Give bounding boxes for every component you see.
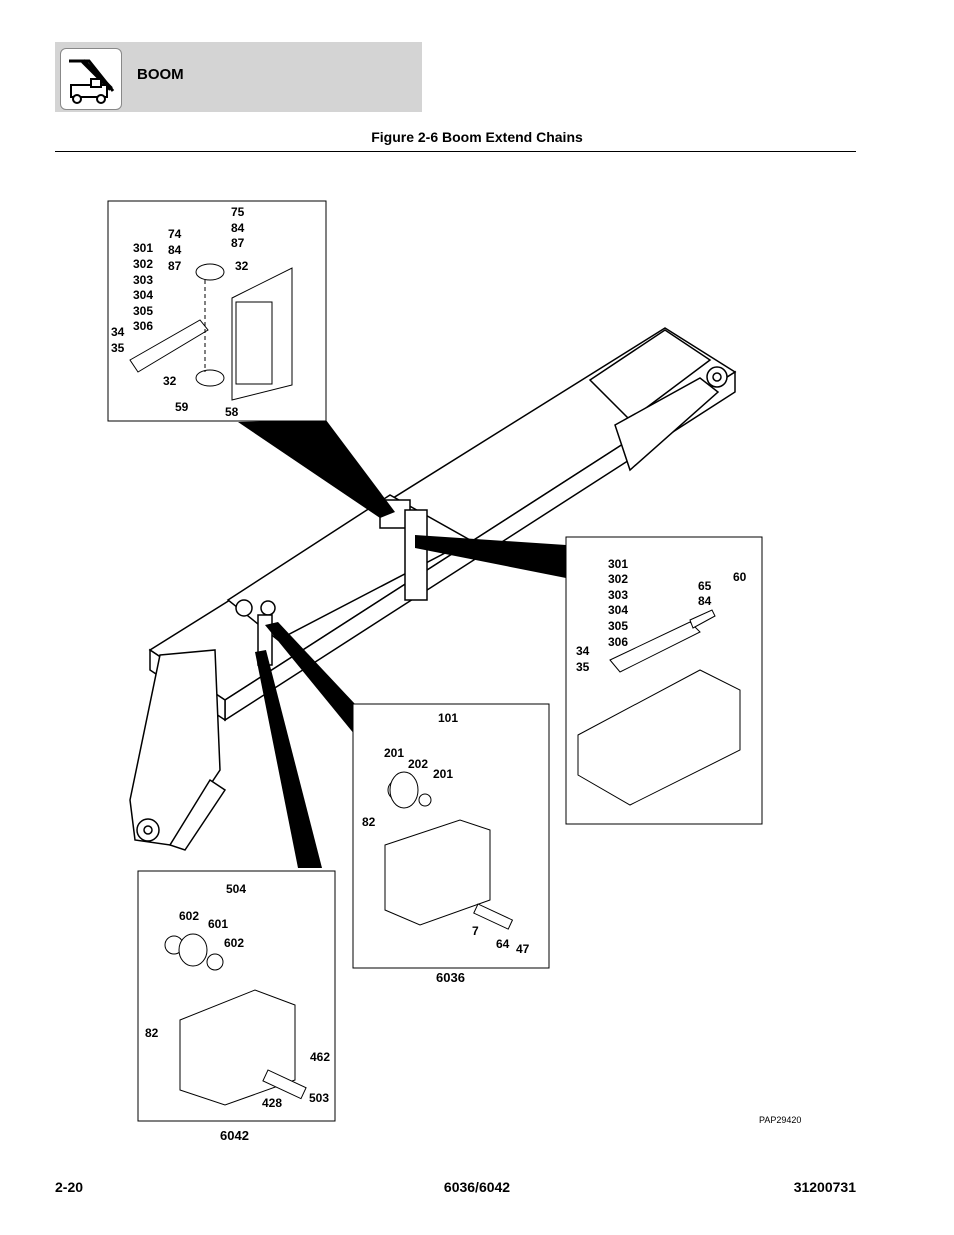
callout-87b: 87 xyxy=(168,259,182,273)
callout-74: 74 xyxy=(168,227,182,241)
callout-84r: 84 xyxy=(698,594,712,608)
detail-box-top xyxy=(107,200,327,422)
model-number: 6036/6042 xyxy=(443,1179,511,1195)
detail-box-mid xyxy=(352,703,550,969)
callout-32b: 32 xyxy=(163,374,177,388)
callout-305: 305 xyxy=(133,304,153,318)
page-number: 2-20 xyxy=(55,1179,84,1195)
callout-64: 64 xyxy=(496,937,510,951)
callout-101: 101 xyxy=(438,711,458,725)
callout-304r: 304 xyxy=(608,603,628,617)
callout-60: 60 xyxy=(733,570,747,584)
callout-306: 306 xyxy=(133,319,153,333)
figure-title: Figure 2-6 Boom Extend Chains xyxy=(371,129,583,145)
figure-part-code: PAP29420 xyxy=(759,1115,802,1125)
callout-84b: 84 xyxy=(168,243,182,257)
manual-number: 31200731 xyxy=(793,1179,856,1195)
callout-602b: 602 xyxy=(224,936,244,950)
callouts-mid: 101 201 202 201 82 7 64 47 xyxy=(362,711,530,956)
callout-75: 75 xyxy=(231,205,245,219)
detail-leaders xyxy=(238,420,566,868)
callout-303r: 303 xyxy=(608,588,628,602)
callout-35: 35 xyxy=(111,341,125,355)
detail-box-right xyxy=(565,536,763,825)
callout-302r: 302 xyxy=(608,572,628,586)
callout-306r: 306 xyxy=(608,635,628,649)
callout-428: 428 xyxy=(262,1096,282,1110)
callout-301: 301 xyxy=(133,241,153,255)
callout-82: 82 xyxy=(362,815,376,829)
callout-202: 202 xyxy=(408,757,428,771)
callout-305r: 305 xyxy=(608,619,628,633)
callout-87: 87 xyxy=(231,236,245,250)
callout-32: 32 xyxy=(235,259,249,273)
callout-7: 7 xyxy=(472,924,479,938)
callout-301r: 301 xyxy=(608,557,628,571)
caption-6042: 6042 xyxy=(220,1128,249,1143)
callout-503: 503 xyxy=(309,1091,329,1105)
telehandler-icon xyxy=(60,48,122,110)
callout-601: 601 xyxy=(208,917,228,931)
callout-82b: 82 xyxy=(145,1026,159,1040)
callout-47: 47 xyxy=(516,942,530,956)
callout-201: 201 xyxy=(384,746,404,760)
callout-504: 504 xyxy=(226,882,246,896)
callout-84: 84 xyxy=(231,221,245,235)
callout-462: 462 xyxy=(310,1050,330,1064)
callout-34r: 34 xyxy=(576,644,590,658)
callout-303: 303 xyxy=(133,273,153,287)
callout-65: 65 xyxy=(698,579,712,593)
section-title: BOOM xyxy=(137,66,184,83)
callout-34: 34 xyxy=(111,325,125,339)
callout-59: 59 xyxy=(175,400,189,414)
callout-304: 304 xyxy=(133,288,153,302)
callout-302: 302 xyxy=(133,257,153,271)
callouts-right: 301 302 303 304 305 306 65 84 60 34 35 xyxy=(576,557,747,674)
callouts-top: 75 84 87 74 84 87 32 301 302 303 304 305… xyxy=(111,205,249,419)
caption-6036: 6036 xyxy=(436,970,465,985)
callouts-lower: 504 602 601 602 82 462 428 503 xyxy=(145,882,330,1110)
header-rule xyxy=(55,151,856,152)
callout-35r: 35 xyxy=(576,660,590,674)
callout-58: 58 xyxy=(225,405,239,419)
callout-201b: 201 xyxy=(433,767,453,781)
detail-box-lower xyxy=(137,870,336,1122)
callout-602: 602 xyxy=(179,909,199,923)
